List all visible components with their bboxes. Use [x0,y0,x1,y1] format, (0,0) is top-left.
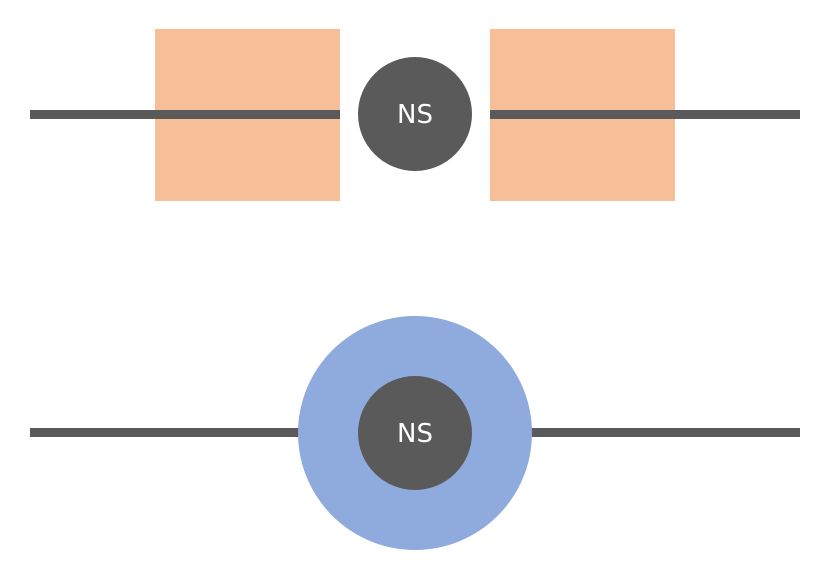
top-ns-node [358,57,472,171]
top-ns-label: NS [397,100,433,130]
bottom-panel: NS [30,316,800,550]
bottom-ns-node [358,376,472,490]
top-panel: NS [30,29,800,201]
top-left-line [30,110,340,119]
top-right-line [490,110,800,119]
bottom-right-line [490,428,800,437]
bottom-left-line [30,428,340,437]
bottom-ns-label: NS [397,419,433,449]
